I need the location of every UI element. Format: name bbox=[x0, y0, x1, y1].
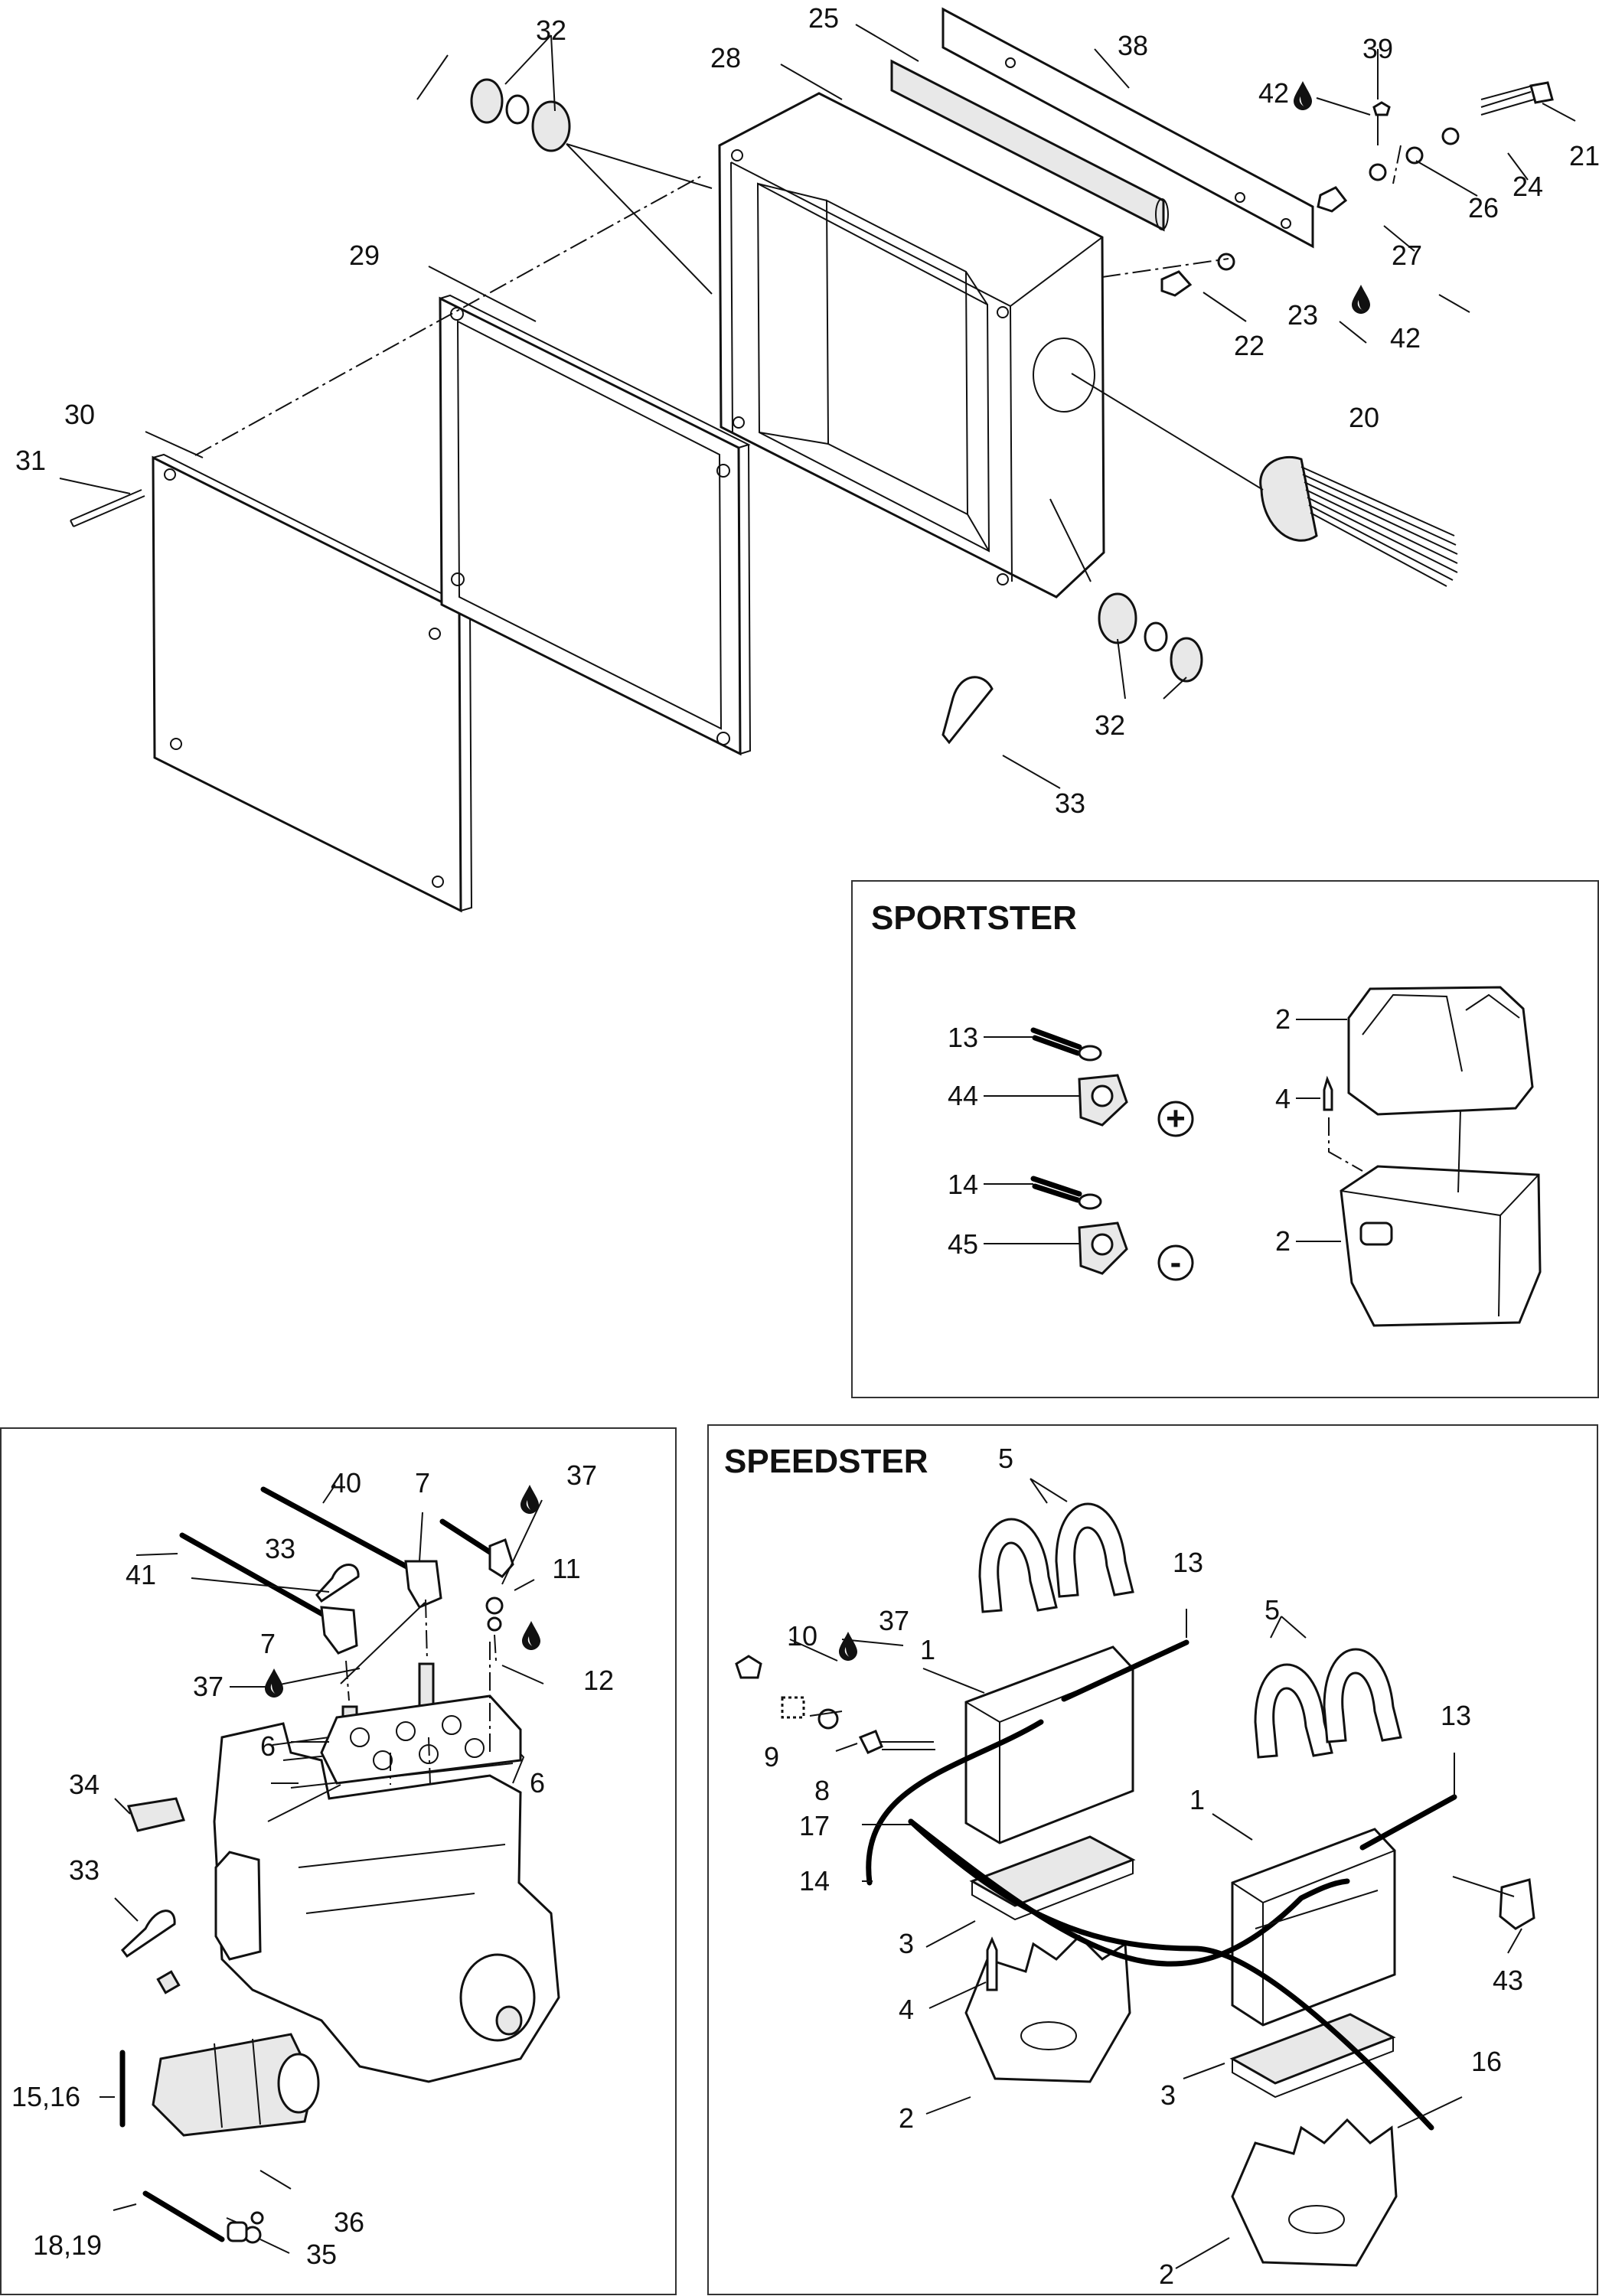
battery bbox=[964, 1645, 1134, 1844]
callout-14: 14 bbox=[799, 1865, 830, 1896]
callout-16: 16 bbox=[1471, 2046, 1502, 2077]
callout-32: 32 bbox=[1095, 709, 1125, 741]
callout-6: 6 bbox=[530, 1767, 545, 1799]
callout-33: 33 bbox=[69, 1854, 100, 1886]
callout-42: 42 bbox=[1390, 322, 1421, 354]
callout-20: 20 bbox=[1349, 402, 1379, 433]
callout-33: 33 bbox=[1055, 788, 1085, 819]
oil-drop-icon bbox=[1294, 81, 1312, 110]
positive-terminal-icon bbox=[1157, 1101, 1194, 1137]
electrical-box-group bbox=[70, 7, 1554, 913]
callout-5: 5 bbox=[998, 1443, 1013, 1474]
callout-34: 34 bbox=[69, 1769, 100, 1800]
callout-8: 8 bbox=[814, 1775, 830, 1806]
oil-drop-icon bbox=[265, 1668, 283, 1698]
wire-harness bbox=[1259, 455, 1318, 542]
callout-17: 17 bbox=[799, 1810, 830, 1841]
callout-4: 4 bbox=[899, 1994, 914, 2025]
negative-terminal-icon bbox=[1157, 1244, 1194, 1281]
callout-27: 27 bbox=[1392, 240, 1422, 271]
positive-symbol: + bbox=[1166, 1100, 1186, 1137]
callout-6: 6 bbox=[260, 1730, 276, 1762]
callout-40: 40 bbox=[331, 1467, 361, 1499]
sportster-panel: SPORTSTER + - 13 44 14 45 2 4 2 bbox=[851, 880, 1599, 1398]
callout-42: 42 bbox=[1258, 77, 1289, 109]
sportster-title: SPORTSTER bbox=[871, 899, 1077, 937]
callout-36: 36 bbox=[334, 2206, 364, 2238]
callout-28: 28 bbox=[710, 42, 741, 73]
callout-22: 22 bbox=[1234, 330, 1265, 361]
callout-37: 37 bbox=[566, 1459, 597, 1491]
callout-13: 13 bbox=[1173, 1547, 1203, 1578]
callout-1: 1 bbox=[920, 1634, 935, 1665]
callout-10: 10 bbox=[787, 1620, 817, 1652]
callout-30: 30 bbox=[64, 399, 95, 430]
callout-4: 4 bbox=[1275, 1083, 1291, 1114]
callout-1: 1 bbox=[1189, 1784, 1205, 1815]
callout-44: 44 bbox=[948, 1080, 978, 1111]
callout-45: 45 bbox=[948, 1228, 978, 1260]
oil-drop-icon bbox=[1352, 285, 1370, 314]
oil-drop-icon bbox=[522, 1621, 540, 1650]
callout-2: 2 bbox=[1159, 2258, 1174, 2290]
callout-5: 5 bbox=[1265, 1594, 1280, 1626]
speedster-title: SPEEDSTER bbox=[724, 1443, 928, 1480]
callout-26: 26 bbox=[1468, 192, 1499, 223]
callout-39: 39 bbox=[1362, 33, 1393, 64]
callout-38: 38 bbox=[1118, 30, 1148, 61]
callout-3: 3 bbox=[1160, 2079, 1176, 2111]
callout-33: 33 bbox=[265, 1533, 295, 1564]
battery-box bbox=[1340, 1165, 1542, 1327]
callout-11: 11 bbox=[552, 1553, 580, 1584]
callout-21: 21 bbox=[1569, 140, 1599, 171]
callout-37: 37 bbox=[193, 1671, 224, 1702]
callout-14: 14 bbox=[948, 1169, 978, 1200]
callout-12: 12 bbox=[583, 1665, 614, 1696]
negative-symbol: - bbox=[1170, 1244, 1182, 1281]
callout-13: 13 bbox=[948, 1022, 978, 1053]
callout-25: 25 bbox=[808, 2, 839, 34]
battery-cover bbox=[1347, 986, 1534, 1116]
gasket bbox=[439, 296, 742, 756]
callout-31: 31 bbox=[15, 445, 46, 476]
top-callouts: 32 25 38 39 28 42 21 24 26 27 23 22 42 2… bbox=[15, 2, 1599, 819]
engine-ignition-panel: 40 7 37 33 11 41 7 12 37 6 6 34 33 15,16… bbox=[0, 1427, 677, 2295]
speedster-panel: SPEEDSTER 5 bbox=[707, 1424, 1598, 2295]
callout-3: 3 bbox=[899, 1928, 914, 1959]
electrical-box bbox=[718, 92, 1105, 598]
callout-29: 29 bbox=[349, 240, 380, 271]
callout-43: 43 bbox=[1493, 1965, 1523, 1996]
oil-drop-icon bbox=[839, 1632, 857, 1661]
callout-35: 35 bbox=[306, 2239, 337, 2270]
callout-13: 13 bbox=[1441, 1700, 1471, 1731]
callout-2: 2 bbox=[899, 2102, 914, 2134]
callout-7: 7 bbox=[415, 1467, 430, 1499]
callout-24: 24 bbox=[1513, 171, 1543, 202]
callout-23: 23 bbox=[1287, 299, 1318, 331]
callout-2: 2 bbox=[1275, 1003, 1291, 1035]
starter-motor bbox=[152, 2033, 315, 2137]
oil-drop-icon bbox=[520, 1485, 539, 1514]
callout-15-16: 15,16 bbox=[11, 2081, 80, 2112]
callout-37: 37 bbox=[879, 1605, 909, 1636]
callout-7: 7 bbox=[260, 1628, 276, 1659]
callout-9: 9 bbox=[764, 1741, 779, 1773]
callout-41: 41 bbox=[126, 1559, 156, 1590]
support-bar bbox=[941, 7, 1314, 249]
callout-18-19: 18,19 bbox=[33, 2229, 102, 2261]
callout-32: 32 bbox=[536, 15, 566, 46]
callout-2: 2 bbox=[1275, 1225, 1291, 1257]
